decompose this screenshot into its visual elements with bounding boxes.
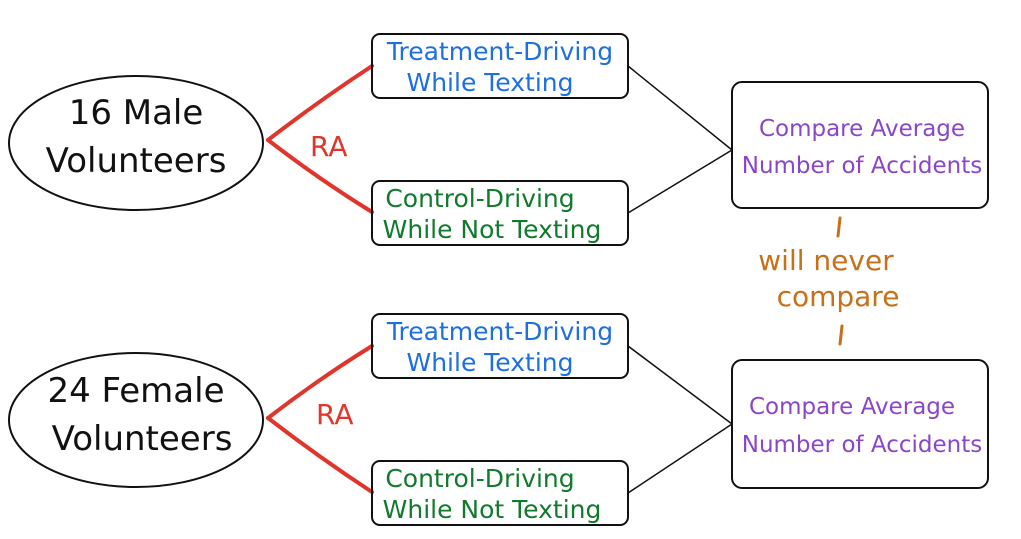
female-ra-branch-lower [266, 416, 374, 494]
male-volunteers-line2: Volunteers [46, 141, 227, 181]
male-treatment-connector [627, 65, 733, 151]
male-treatment-line1: Treatment-Driving [386, 37, 613, 66]
female-group: 24 Female Volunteers RA Treatment-Drivin… [8, 313, 989, 526]
note-tick-bottom [838, 324, 844, 346]
male-compare-box [731, 81, 989, 209]
male-compare-line2: Number of Accidents [742, 153, 983, 179]
female-compare-box [731, 359, 989, 489]
female-treatment-connector [627, 345, 733, 425]
female-compare-line1: Compare Average [749, 394, 955, 420]
male-ra-label: RA [310, 130, 347, 163]
male-volunteers-line1: 16 Male [69, 93, 204, 133]
female-compare-line2: Number of Accidents [742, 432, 983, 458]
female-volunteers-ellipse [8, 352, 264, 488]
male-treatment-line2: While Texting [406, 68, 573, 97]
note-line1: will never [758, 244, 894, 277]
male-ra-branch-upper [266, 64, 374, 142]
note-tick-top [836, 216, 842, 238]
female-ra-label: RA [316, 398, 353, 431]
note-line2: compare [777, 280, 900, 313]
female-control-connector [627, 423, 733, 494]
female-treatment-line1: Treatment-Driving [386, 317, 613, 346]
male-compare-line1: Compare Average [759, 116, 965, 142]
female-ra-branch-upper [266, 344, 374, 420]
female-control-line1: Control-Driving [385, 464, 574, 493]
male-group: 16 Male Volunteers RA Treatment-Driving … [8, 33, 989, 246]
female-control-line2: While Not Texting [383, 495, 602, 524]
male-control-line2: While Not Texting [383, 215, 602, 244]
male-control-line1: Control-Driving [385, 184, 574, 213]
male-volunteers-ellipse [8, 75, 264, 211]
female-volunteers-line1: 24 Female [47, 371, 224, 411]
female-treatment-line2: While Texting [406, 348, 573, 377]
never-compare-note: will never compare [758, 216, 900, 346]
male-control-connector [627, 149, 733, 214]
female-volunteers-line2: Volunteers [52, 419, 233, 459]
male-ra-branch-lower [266, 138, 374, 214]
